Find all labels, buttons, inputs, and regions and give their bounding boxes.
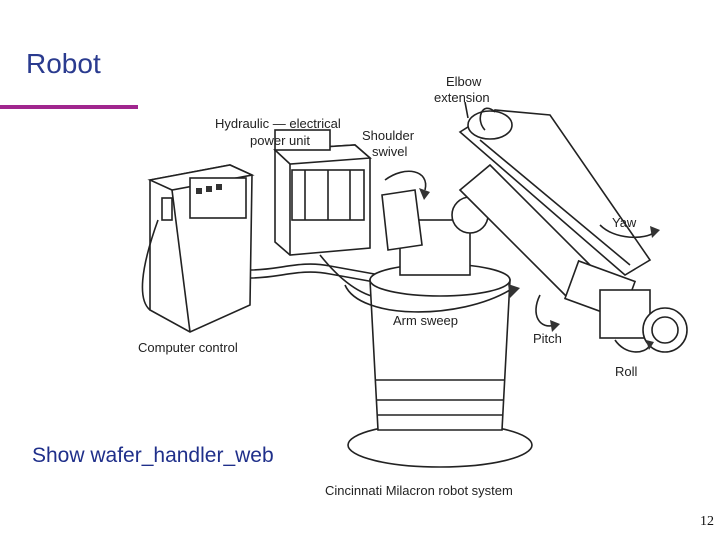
label-computer-control: Computer control xyxy=(138,340,238,355)
robot-system-diagram: Elbow extension Hydraulic — electrical p… xyxy=(138,74,688,498)
shoulder-assembly xyxy=(381,189,489,276)
label-extension: extension xyxy=(434,90,490,105)
label-shoulder: Shoulder xyxy=(362,128,415,143)
label-hydraulic: Hydraulic — electrical xyxy=(215,116,341,131)
label-yaw: Yaw xyxy=(612,215,637,230)
roll-arrow xyxy=(614,339,651,353)
diagram-caption: Cincinnati Milacron robot system xyxy=(325,483,513,498)
robot-base xyxy=(347,263,533,468)
wrist-assembly xyxy=(563,259,688,353)
elbow-arrow xyxy=(479,107,496,131)
hydraulic-power-unit xyxy=(273,129,372,256)
wafer-handler-link[interactable]: Show wafer_handler_web xyxy=(32,444,274,467)
computer-control-cabinet xyxy=(141,164,255,333)
label-power-unit: power unit xyxy=(250,133,310,148)
label-elbow: Elbow xyxy=(446,74,482,89)
label-pitch: Pitch xyxy=(533,331,562,346)
label-arm-sweep: Arm sweep xyxy=(393,313,458,328)
label-roll: Roll xyxy=(615,364,638,379)
page-number: 12 xyxy=(700,514,714,529)
title-divider xyxy=(0,105,138,109)
arm-sweep-arrow xyxy=(344,284,511,313)
label-swivel: swivel xyxy=(372,144,408,159)
slide-title: Robot xyxy=(26,48,101,79)
shoulder-swivel-arrow xyxy=(384,170,427,191)
